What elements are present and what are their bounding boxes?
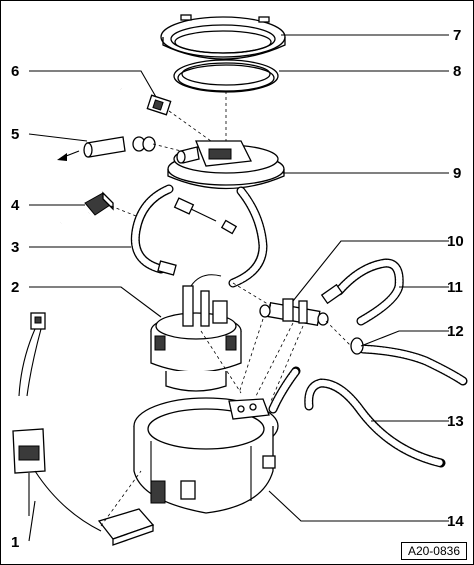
callout-3: 3 [11, 239, 19, 256]
callout-4: 4 [11, 197, 20, 214]
callout-10: 10 [447, 233, 464, 250]
part-5-hose-with-clamp [57, 136, 156, 161]
leader-lines [28, 34, 449, 542]
callout-11: 11 [447, 279, 463, 296]
part-4-connector [60, 191, 114, 225]
part-11-hose [320, 258, 404, 326]
part-3-fuel-lines [130, 184, 268, 288]
callout-numbers: 7 6 8 5 9 4 3 10 2 11 12 13 1 14 [11, 27, 464, 551]
part-1-sensor [12, 312, 155, 546]
part-9-flange [167, 140, 285, 190]
callout-1: 1 [11, 534, 19, 551]
part-2-pump-module [150, 274, 242, 392]
callout-6: 6 [11, 63, 19, 80]
part-7-locking-ring [160, 14, 286, 60]
callout-2: 2 [11, 279, 19, 296]
callout-7: 7 [453, 27, 461, 44]
callout-8: 8 [453, 63, 461, 80]
assembly-guide-lines [100, 91, 352, 527]
reference-code: A20-0836 [400, 542, 467, 560]
part-10-valve [259, 298, 329, 326]
part-14-reservoir [133, 397, 279, 514]
callout-14: 14 [447, 513, 464, 530]
part-13-hose [268, 366, 446, 468]
part-12-hose [350, 337, 468, 386]
callout-9: 9 [453, 165, 461, 182]
part-8-seal-ring [173, 59, 279, 93]
callout-13: 13 [447, 413, 464, 430]
part-6-connector [120, 87, 172, 116]
callout-5: 5 [11, 126, 19, 143]
callout-12: 12 [447, 323, 464, 340]
